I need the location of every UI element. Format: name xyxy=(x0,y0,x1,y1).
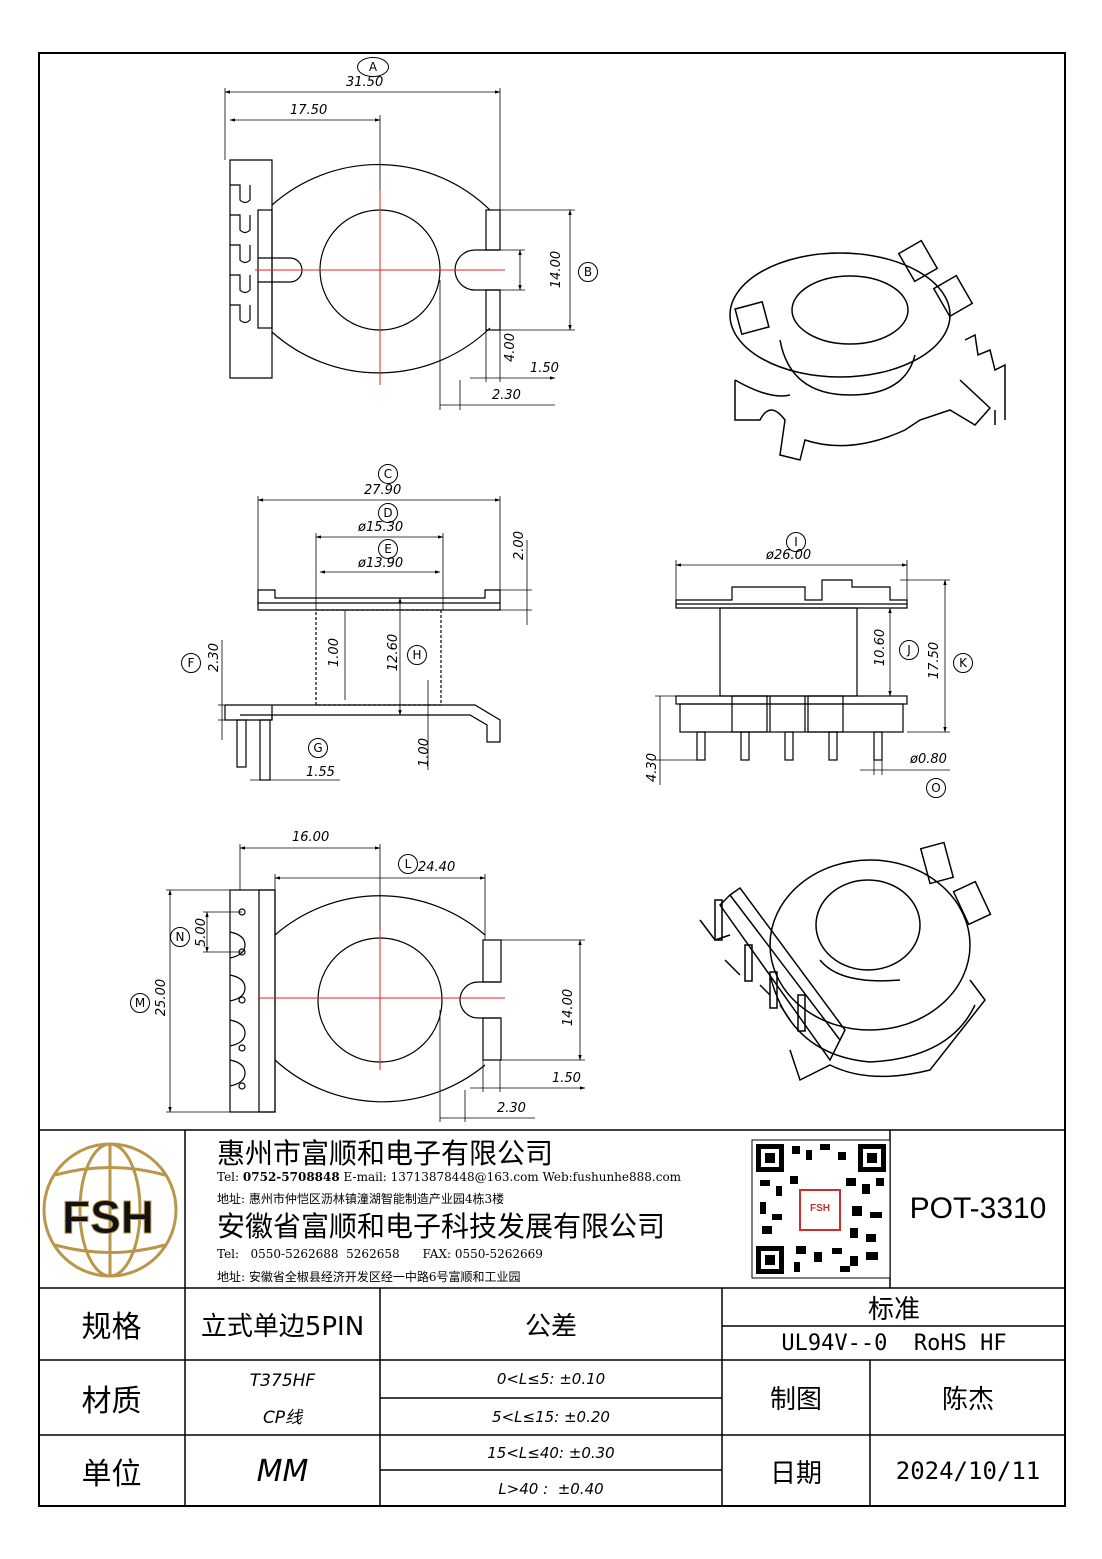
tolerance-row-3: 15<L≤40: ±0.30 xyxy=(487,1443,615,1462)
tolerance-row-2: 5<L≤15: ±0.20 xyxy=(492,1407,610,1426)
part-number: POT-3310 xyxy=(909,1192,1047,1225)
iso-view-top xyxy=(729,239,1006,461)
dim-n: 5.00 xyxy=(193,918,209,947)
front-view xyxy=(224,589,501,781)
label-g: G xyxy=(308,738,328,758)
contact-line-2: Tel: 0550-5262688 5262658 FAX: 0550-5262… xyxy=(217,1247,543,1261)
dim-l: 24.40 xyxy=(418,860,456,875)
standard-value: UL94V--0 RoHS HF xyxy=(781,1330,1007,1356)
label-n: N xyxy=(170,927,190,947)
tel-number-1: 0752-5708848 xyxy=(242,1170,340,1184)
qr-center-label: FSH xyxy=(810,1203,830,1214)
email-web-1: E-mail: 13713878448@163.com Web:fushunhe… xyxy=(343,1170,682,1184)
unit-value: MM xyxy=(256,1453,309,1489)
material-label: 材质 xyxy=(81,1383,142,1419)
label-k: K xyxy=(953,653,973,673)
tolerance-label: 公差 xyxy=(524,1311,577,1342)
bottom-view-centerlines xyxy=(258,930,505,1070)
dim-a: 31.50 xyxy=(346,75,384,90)
dim-1750: 17.50 xyxy=(290,103,328,118)
dim-400: 4.00 xyxy=(502,333,518,362)
dim-100-a: 1.00 xyxy=(326,638,342,667)
side-view xyxy=(675,579,908,761)
top-view-centerlines xyxy=(255,190,505,385)
qr-code xyxy=(751,1139,891,1279)
spec-value: 立式单边5PIN xyxy=(200,1311,365,1342)
dim-j: 10.60 xyxy=(873,628,889,667)
dim-m: 25.00 xyxy=(154,978,170,1017)
label-h: H xyxy=(407,645,427,665)
label-e: E xyxy=(378,539,398,559)
label-l: L xyxy=(398,854,418,874)
top-view-dims xyxy=(224,88,575,410)
company-name-2: 安徽省富顺和电子科技发展有限公司 xyxy=(217,1210,666,1243)
dim-1400-bottom: 14.00 xyxy=(561,988,577,1027)
label-o: O xyxy=(926,778,946,798)
drawn-value: 陈杰 xyxy=(941,1385,994,1415)
title-block-lines xyxy=(38,1129,1066,1507)
tolerance-row-1: 0<L≤5: ±0.10 xyxy=(496,1370,606,1388)
label-j: J xyxy=(899,640,919,660)
dim-e: ø13.90 xyxy=(358,556,404,571)
unit-label: 单位 xyxy=(81,1457,142,1492)
top-view xyxy=(229,159,501,379)
bottom-view-dims xyxy=(166,844,586,1122)
dim-c: 27.90 xyxy=(364,483,402,498)
address-2: 地址: 安徽省全椒县经济开发区经一中路6号富顺和工业园 xyxy=(217,1270,521,1284)
tel-label-1: Tel: xyxy=(217,1170,240,1184)
standard-label: 标准 xyxy=(867,1294,920,1325)
dim-230-bottom: 2.30 xyxy=(497,1101,526,1116)
dim-1400-top: 14.00 xyxy=(549,250,565,289)
fsh-logo xyxy=(42,1142,178,1278)
date-value: 2024/10/11 xyxy=(895,1457,1041,1485)
dim-i: ø26.00 xyxy=(766,548,812,563)
label-i: I xyxy=(786,532,806,552)
date-label: 日期 xyxy=(769,1458,822,1489)
front-view-dims xyxy=(218,496,532,781)
iso-view-bottom xyxy=(699,841,992,1082)
dim-1600: 16.00 xyxy=(292,830,330,845)
label-m: M xyxy=(130,993,150,1013)
dim-100-b: 1.00 xyxy=(416,738,432,767)
dim-430: 4.30 xyxy=(644,753,660,782)
address-1: 地址: 惠州市仲恺区沥林镇潼湖智能制造产业园4栋3楼 xyxy=(217,1192,505,1206)
contact-line-1: Tel: 0752-5708848 E-mail: 13713878448@16… xyxy=(217,1170,681,1184)
dim-f: 2.30 xyxy=(206,643,222,672)
bottom-view xyxy=(229,889,502,1113)
drawing-frame xyxy=(38,52,1066,1507)
tolerance-row-4: L>40 : ±0.40 xyxy=(498,1479,604,1498)
dim-150-top: 1.50 xyxy=(530,361,559,376)
dim-1260: 12.60 xyxy=(386,633,402,672)
dim-150-bottom: 1.50 xyxy=(552,1071,581,1086)
label-b: B xyxy=(578,262,598,282)
label-a: A xyxy=(357,57,389,77)
label-d: D xyxy=(378,503,398,523)
dim-d: ø15.30 xyxy=(358,520,404,535)
dim-pin: ø0.80 xyxy=(910,752,947,767)
dim-g: 1.55 xyxy=(306,765,335,780)
company-name-1: 惠州市富顺和电子有限公司 xyxy=(217,1137,554,1170)
label-c: C xyxy=(378,464,398,484)
side-view-dims xyxy=(655,560,950,785)
dim-230-top: 2.30 xyxy=(492,388,521,403)
spec-label: 规格 xyxy=(81,1310,142,1345)
material-value-1: T375HF xyxy=(249,1371,316,1391)
drawn-label: 制图 xyxy=(769,1385,822,1415)
material-value-2: CP线 xyxy=(262,1407,303,1428)
label-f: F xyxy=(181,653,201,673)
dim-k: 17.50 xyxy=(927,641,943,680)
dim-200: 2.00 xyxy=(511,531,527,560)
logo-text: FSH xyxy=(62,1191,155,1244)
